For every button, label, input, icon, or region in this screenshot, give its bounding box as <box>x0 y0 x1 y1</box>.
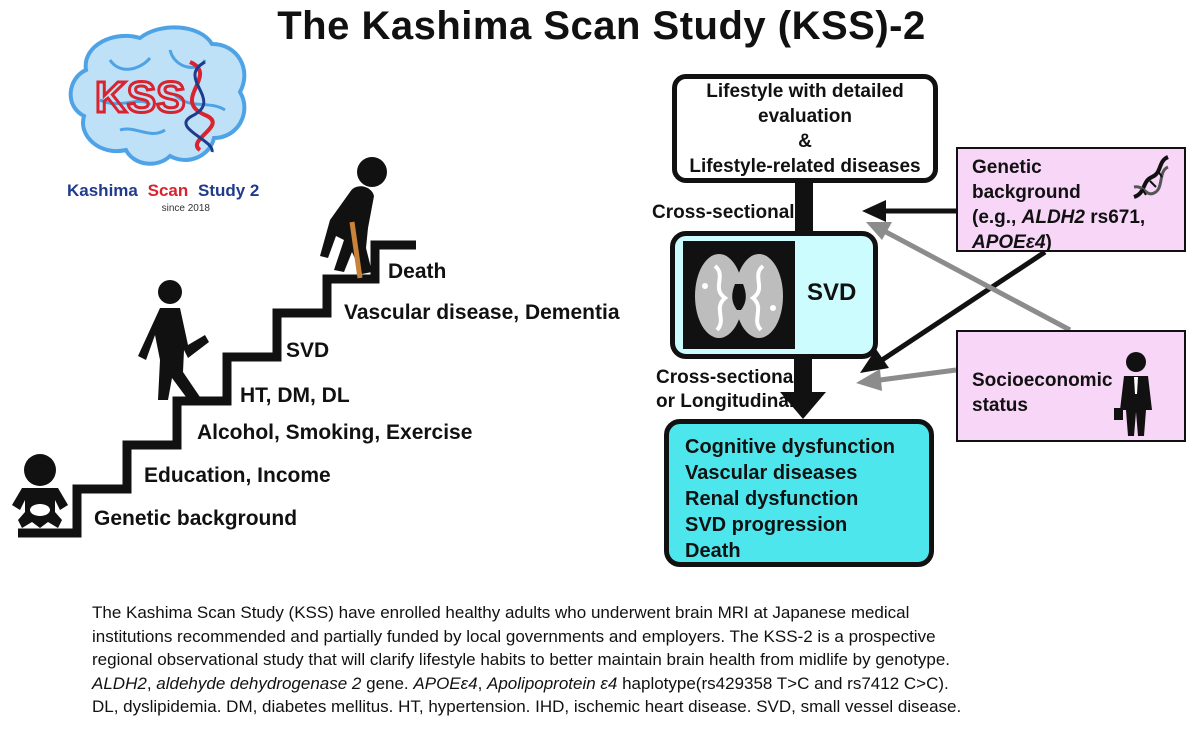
outcome-item: Renal dysfunction <box>685 488 859 510</box>
logo-word-study: Study 2 <box>198 181 259 200</box>
arrow-genetic-to-longitudinal <box>860 249 1047 373</box>
genetic-text: rs671, <box>1084 207 1146 228</box>
outcome-item: Cognitive dysfunction <box>685 436 895 458</box>
cross-longitudinal-line: Cross-sectional <box>656 367 799 388</box>
genetic-line: Genetic <box>972 157 1042 178</box>
genetic-line: (e.g., ALDH2 rs671, <box>972 205 1184 230</box>
genetic-background-box: Genetic background (e.g., ALDH2 rs671, A… <box>956 147 1186 255</box>
businessman-icon <box>1114 352 1152 436</box>
caption-text: haplotype(rs429358 T>C and rs7412 C>C). <box>617 673 949 693</box>
baby-icon <box>12 454 68 528</box>
page-title: The Kashima Scan Study (KSS)-2 <box>277 4 926 48</box>
svd-label: SVD <box>807 279 857 306</box>
outcome-item: Vascular diseases <box>685 462 858 484</box>
lifestyle-line: Lifestyle-related diseases <box>689 155 921 177</box>
walking-adult-icon <box>138 280 209 405</box>
arrow-socio-to-cross-sectional <box>866 222 1072 333</box>
genetic-text: (e.g., <box>972 207 1022 228</box>
kss-logo: KSS Kashima Scan Study 2 since 2018 <box>67 25 259 214</box>
genetic-line: APOEε4) <box>972 230 1184 255</box>
elderly-cane-icon <box>320 157 387 279</box>
caption-line: The Kashima Scan Study (KSS) have enroll… <box>92 603 910 622</box>
cross-longitudinal-line: or Longitudinal <box>656 391 795 412</box>
step-label-education-income: Education, Income <box>144 464 331 487</box>
arrow-svd-to-outcomes <box>780 359 826 419</box>
figure-caption: The Kashima Scan Study (KSS) have enroll… <box>92 601 1202 719</box>
socio-line: status <box>972 395 1028 416</box>
caption-term: aldehyde dehydrogenase 2 <box>156 673 362 693</box>
step-label-alcohol-smoking-exercise: Alcohol, Smoking, Exercise <box>197 421 473 444</box>
caption-text: , <box>146 673 157 693</box>
genetic-text: ) <box>1045 232 1052 253</box>
cross-longitudinal-label: Cross-sectional or Longitudinal <box>656 366 799 414</box>
genetic-gene: ALDH2 <box>1021 207 1085 228</box>
caption-term: Apolipoprotein ε4 <box>487 673 618 693</box>
cross-sectional-label: Cross-sectional <box>652 202 795 223</box>
outcome-box: Cognitive dysfunction Vascular diseases … <box>664 419 934 567</box>
outcome-item: Death <box>685 540 741 562</box>
step-label-genetic-background: Genetic background <box>94 507 298 530</box>
step-label-vascular-dementia: Vascular disease, Dementia <box>344 301 620 324</box>
brain-mri-icon <box>683 241 795 349</box>
outcome-item: SVD progression <box>685 514 848 536</box>
lifestyle-line: evaluation <box>758 105 852 127</box>
staircase <box>18 240 416 538</box>
caption-line: DL, dyslipidemia. DM, diabetes mellitus.… <box>92 697 962 716</box>
caption-line: institutions recommended and partially f… <box>92 626 936 646</box>
kss-mark-text: KSS <box>95 73 185 122</box>
caption-term: ALDH2 <box>92 673 147 693</box>
caption-term: APOEε4 <box>413 673 478 693</box>
svg-text:Kashima Scan Study: Kashima Scan Study 2 <box>67 181 259 200</box>
step-label-death: Death <box>388 260 447 283</box>
logo-since: since 2018 <box>162 203 211 214</box>
lifestyle-box: Lifestyle with detailed evaluation & Lif… <box>672 74 938 183</box>
genetic-gene: APOEε4 <box>972 232 1046 253</box>
brain-icon <box>68 25 247 166</box>
arrow-socio-to-longitudinal <box>856 367 957 391</box>
caption-line: regional observational study that will c… <box>92 650 950 669</box>
lifestyle-line: & <box>798 130 812 152</box>
caption-text: , <box>477 673 488 693</box>
lifestyle-line: Lifestyle with detailed <box>706 80 904 102</box>
socioeconomic-box: Socioeconomic status <box>956 330 1186 442</box>
logo-word-kashima: Kashima <box>67 181 138 200</box>
svd-box: SVD <box>670 231 878 359</box>
arrow-genetic-to-cross-sectional <box>862 200 956 222</box>
dna-icon <box>1133 155 1169 199</box>
arrow-lifestyle-to-svd <box>795 183 813 231</box>
logo-word-scan: Scan <box>148 181 189 200</box>
genetic-line: background <box>972 182 1081 203</box>
step-label-svd: SVD <box>286 339 330 362</box>
step-label-ht-dm-dl: HT, DM, DL <box>240 384 350 407</box>
caption-line: ALDH2, aldehyde dehydrogenase 2 gene. AP… <box>92 672 1202 696</box>
socio-line: Socioeconomic <box>972 370 1113 391</box>
caption-text: gene. <box>361 673 414 693</box>
